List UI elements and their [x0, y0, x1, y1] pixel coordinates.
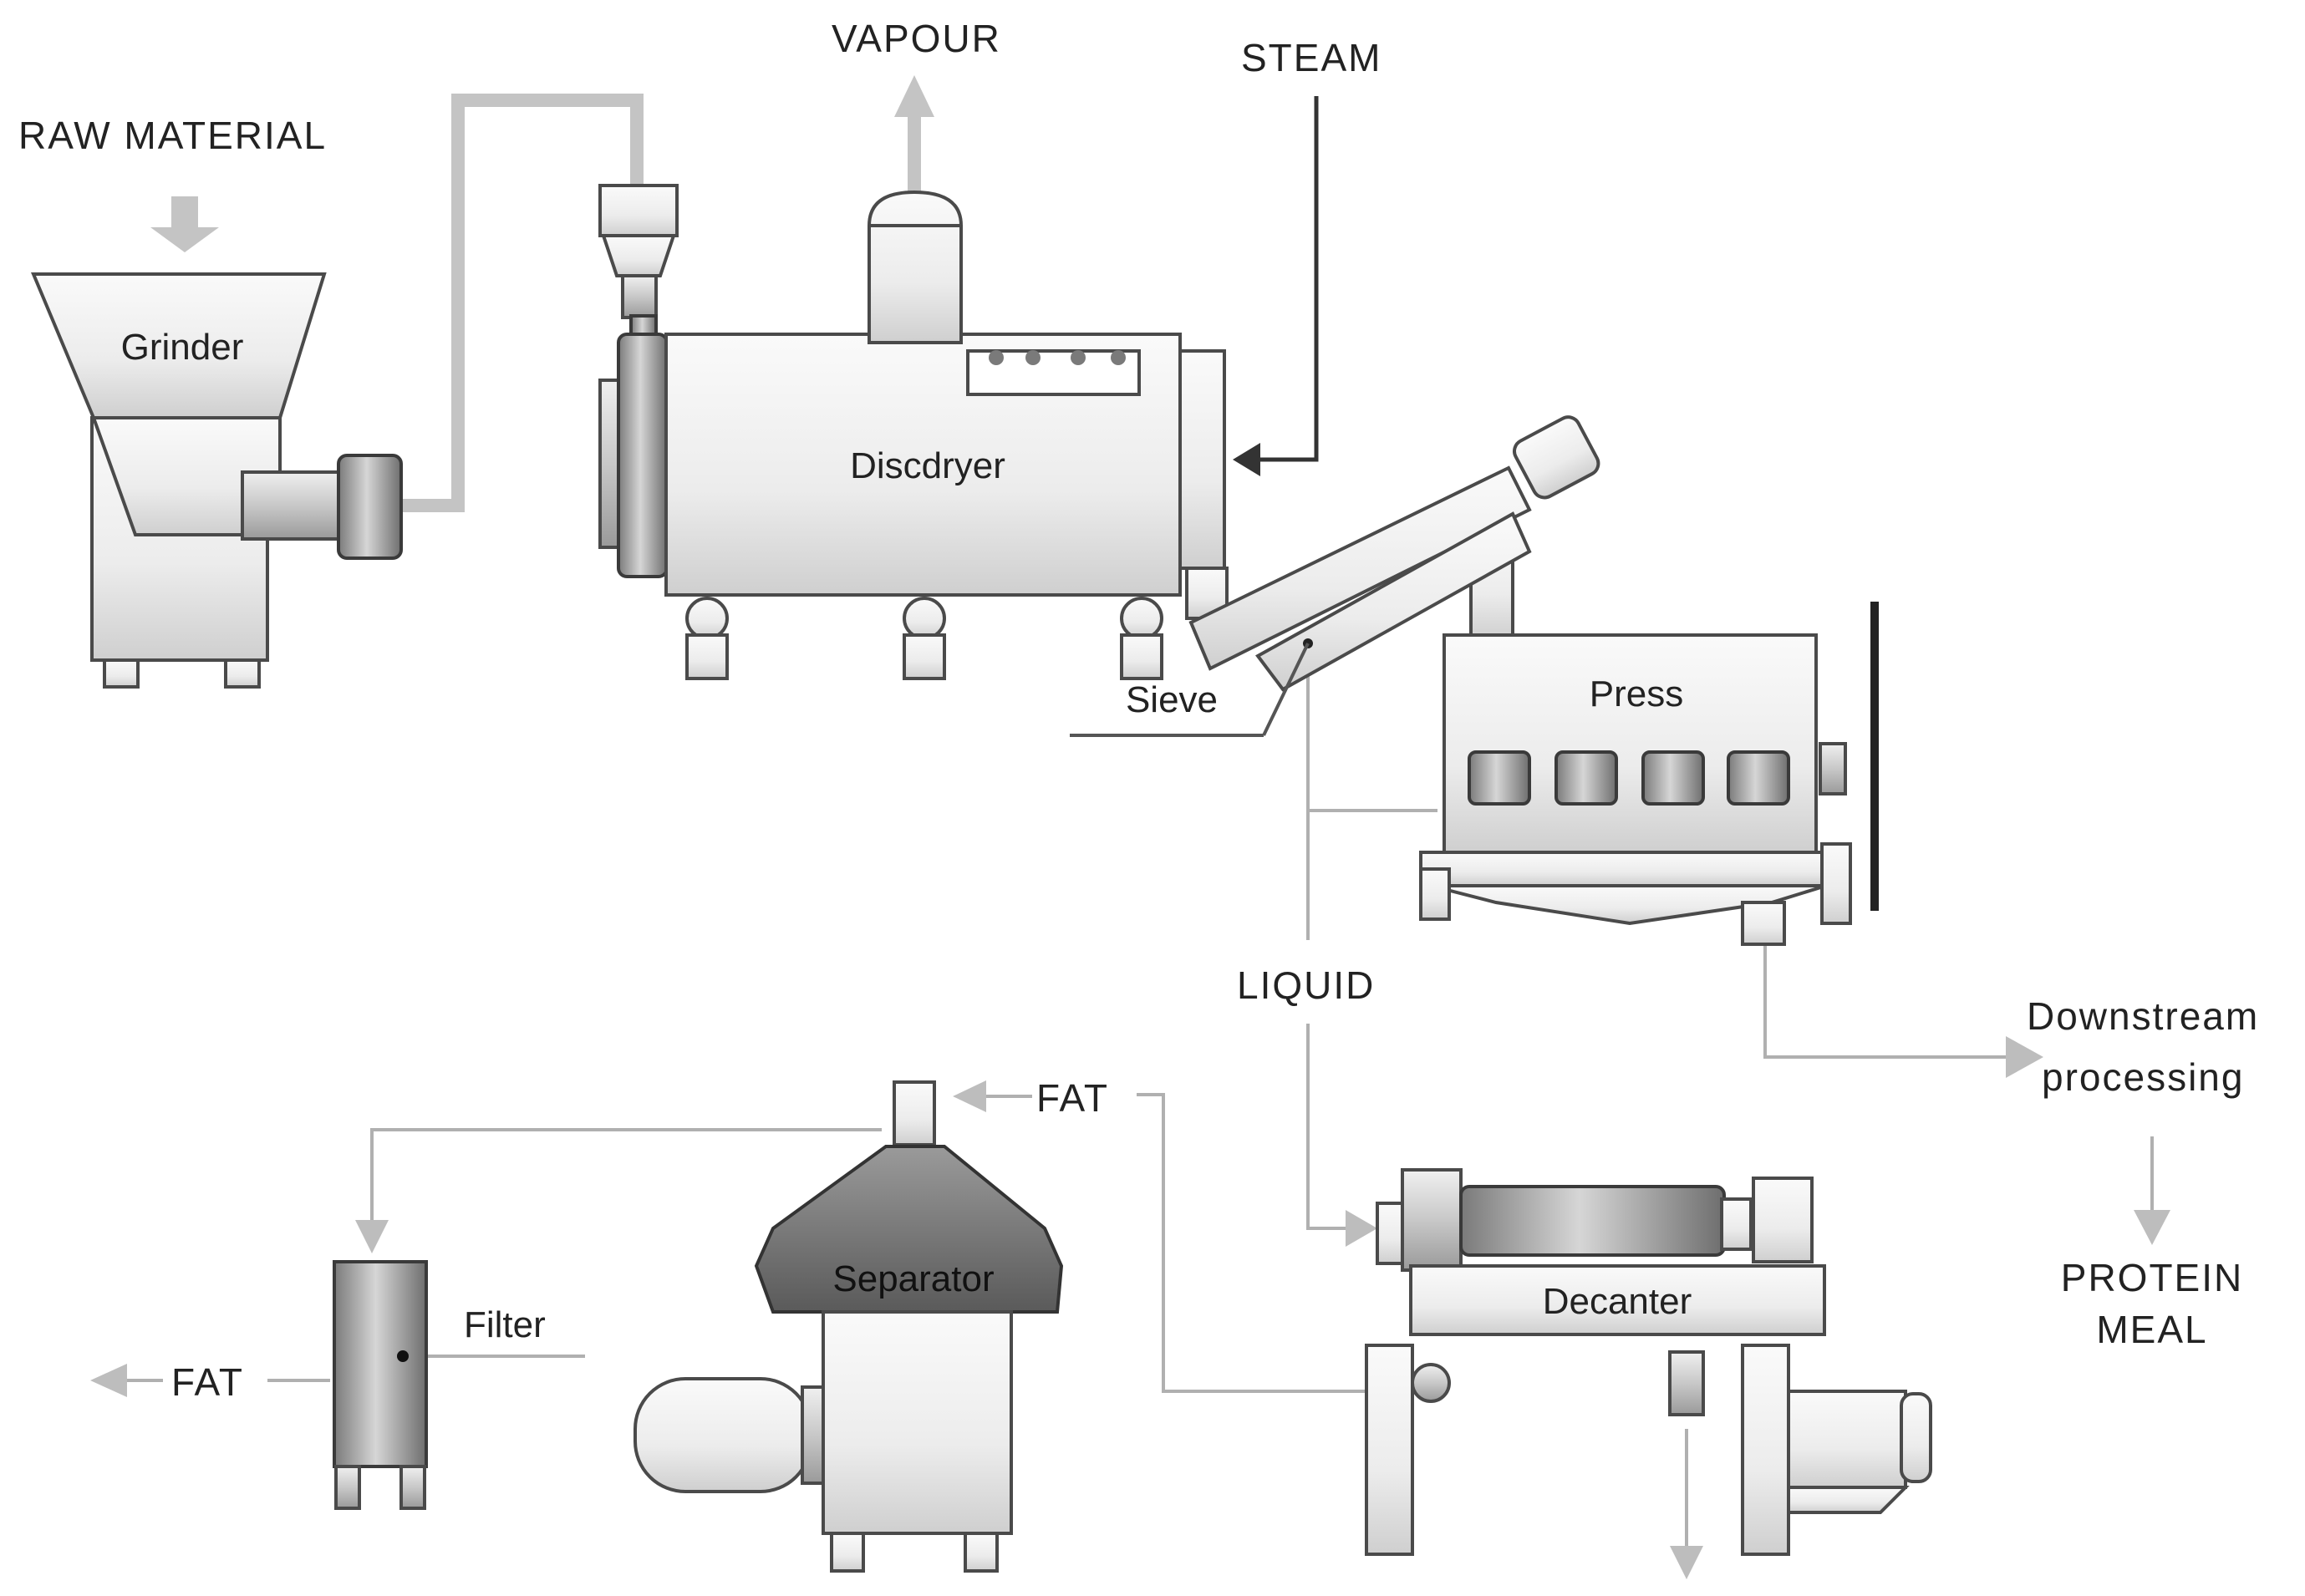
liquid-label: LIQUID: [1237, 963, 1375, 1007]
downstream-label-2: processing: [2042, 1055, 2244, 1099]
grinder-label: Grinder: [121, 327, 244, 368]
downstream-label-1: Downstream: [2027, 994, 2259, 1038]
filter: Filter: [333, 1260, 546, 1510]
fat-label-separator: FAT: [1036, 1076, 1109, 1120]
press-label: Press: [1590, 673, 1683, 714]
sieve-label: Sieve: [1126, 679, 1218, 720]
fat-label-filter: FAT: [171, 1360, 244, 1404]
discdryer-label: Discdryer: [850, 445, 1005, 486]
separator: Separator: [633, 1080, 1064, 1573]
discdryer: Discdryer: [598, 184, 1229, 680]
raw-material-label: RAW MATERIAL: [18, 114, 327, 157]
flow-lines: [90, 75, 2170, 1579]
protein-label-1: PROTEIN: [2061, 1256, 2243, 1299]
steam-label: STEAM: [1241, 36, 1381, 79]
decanter-label: Decanter: [1543, 1281, 1692, 1322]
grinder: Grinder: [30, 272, 403, 689]
separator-label: Separator: [832, 1258, 994, 1299]
decanter: Decanter: [1365, 1168, 1932, 1556]
protein-label-2: MEAL: [2096, 1308, 2207, 1351]
screw-conveyor: Sieve: [1070, 415, 1600, 737]
press: Press: [1419, 602, 1879, 946]
vapour-label: VAPOUR: [832, 17, 1001, 60]
filter-label: Filter: [464, 1304, 546, 1345]
steam-line: [1233, 96, 1319, 476]
